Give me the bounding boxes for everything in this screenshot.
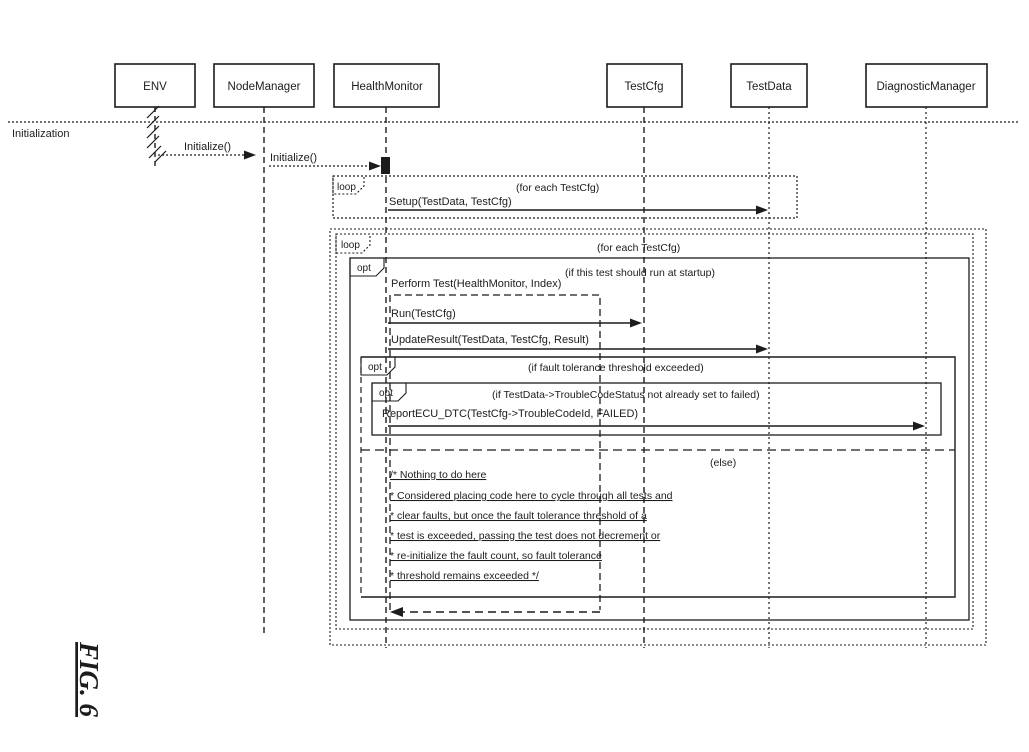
arrowhead bbox=[913, 421, 925, 431]
message-label: Perform Test(HealthMonitor, Index) bbox=[391, 278, 561, 290]
fragment-operator: loop bbox=[341, 240, 360, 251]
message-label: ReportECU_DTC(TestCfg->TroubleCodeId, FA… bbox=[382, 408, 638, 420]
message-label: Initialize() bbox=[270, 152, 317, 164]
participant-testcfg: TestCfg bbox=[625, 81, 664, 93]
message-initialize-env-to-node: Initialize() bbox=[158, 141, 256, 160]
comment-line: * test is exceeded, passing the test doe… bbox=[390, 530, 661, 542]
message-initialize-node-to-health: Initialize() bbox=[269, 152, 390, 174]
comment-block: /* Nothing to do here * Considered placi… bbox=[390, 469, 673, 582]
participant-diagnosticmanager: DiagnosticManager bbox=[876, 81, 975, 93]
fragment-operator-pentagon bbox=[360, 356, 396, 376]
participant-box-nodemanager bbox=[213, 63, 315, 108]
comment-line: * clear faults, but once the fault toler… bbox=[390, 510, 647, 522]
fragment-startup-opt: opt (if this test should run at startup) bbox=[349, 257, 970, 621]
participant-env: ENV bbox=[143, 81, 167, 93]
participant-box-testcfg bbox=[606, 63, 683, 108]
comment-line: * re-initialize the fault count, so faul… bbox=[390, 550, 602, 562]
message-return bbox=[390, 607, 600, 617]
comment-line: * Considered placing code here to cycle … bbox=[390, 490, 673, 502]
fragment-operator: opt bbox=[379, 388, 393, 399]
participant-nodemanager: NodeManager bbox=[228, 81, 301, 93]
arrowhead bbox=[390, 607, 403, 617]
fragment-main-loop: loop (for each TestCfg) bbox=[329, 228, 987, 646]
fragment-border bbox=[371, 382, 942, 436]
participant-box-env bbox=[114, 63, 196, 108]
lifelines bbox=[154, 107, 927, 648]
fragment-guard: (if fault tolerance threshold exceeded) bbox=[528, 362, 704, 374]
figure-label: FIG. 6 bbox=[74, 641, 104, 718]
arrowhead bbox=[369, 161, 381, 171]
fragment-border bbox=[349, 257, 970, 621]
message-run: Run(TestCfg) bbox=[388, 308, 642, 328]
participant-testdata: TestData bbox=[746, 81, 792, 93]
fragment-trouble-code-opt: opt (if TestData->TroubleCodeStatus not … bbox=[371, 382, 942, 436]
arrowhead bbox=[756, 344, 768, 354]
fragment-guard: (if TestData->TroubleCodeStatus not alre… bbox=[492, 389, 760, 401]
fragment-operator-pentagon bbox=[332, 175, 365, 195]
fragment-guard: (for each TestCfg) bbox=[597, 242, 680, 254]
participant-healthmonitor: HealthMonitor bbox=[351, 81, 423, 93]
fragment-border-solid-sides bbox=[361, 356, 956, 598]
phase-separator: Initialization bbox=[8, 105, 1020, 163]
fragment-operator-pentagon bbox=[335, 233, 371, 254]
message-label: Run(TestCfg) bbox=[391, 308, 456, 320]
fragment-operator: opt bbox=[368, 362, 382, 373]
else-label: (else) bbox=[710, 457, 736, 469]
arrowhead bbox=[756, 205, 768, 215]
comment-line: * threshold remains exceeded */ bbox=[390, 570, 539, 582]
activation-bar bbox=[381, 157, 390, 174]
participant-box-testdata bbox=[730, 63, 808, 108]
comment-line: /* Nothing to do here bbox=[390, 469, 486, 481]
fragment-operator-pentagon bbox=[349, 257, 385, 277]
fragment-border bbox=[332, 175, 798, 219]
env-lifeline-hatching bbox=[146, 105, 167, 163]
message-setup: Setup(TestData, TestCfg) bbox=[388, 196, 768, 215]
fragment-guard: (if this test should run at startup) bbox=[565, 267, 715, 279]
message-label: Setup(TestData, TestCfg) bbox=[389, 196, 512, 208]
message-report-ecu-dtc: ReportECU_DTC(TestCfg->TroubleCodeId, FA… bbox=[382, 408, 925, 431]
message-label: UpdateResult(TestData, TestCfg, Result) bbox=[391, 334, 589, 346]
message-update-result: UpdateResult(TestData, TestCfg, Result) bbox=[388, 334, 768, 354]
participants: ENV NodeManager HealthMonitor TestCfg Te… bbox=[114, 63, 988, 108]
fragment-operator: opt bbox=[357, 263, 371, 274]
message-perform-test: Perform Test(HealthMonitor, Index) bbox=[389, 278, 601, 610]
arrowhead bbox=[630, 318, 642, 328]
fragment-setup-loop: loop (for each TestCfg) Setup(TestData, … bbox=[332, 175, 798, 219]
fragment-operator: loop bbox=[337, 182, 356, 193]
message-label: Initialize() bbox=[184, 141, 231, 153]
fragment-guard: (for each TestCfg) bbox=[516, 182, 599, 194]
fragment-border-outer bbox=[329, 228, 987, 646]
execution-dashed-box bbox=[389, 294, 601, 610]
fragment-fault-opt: opt (if fault tolerance threshold exceed… bbox=[360, 356, 956, 598]
participant-box-healthmonitor bbox=[333, 63, 440, 108]
phase-label: Initialization bbox=[12, 128, 69, 140]
arrowhead bbox=[244, 150, 256, 160]
fragment-operator-pentagon bbox=[371, 382, 407, 402]
participant-box-diagnosticmanager bbox=[865, 63, 988, 108]
